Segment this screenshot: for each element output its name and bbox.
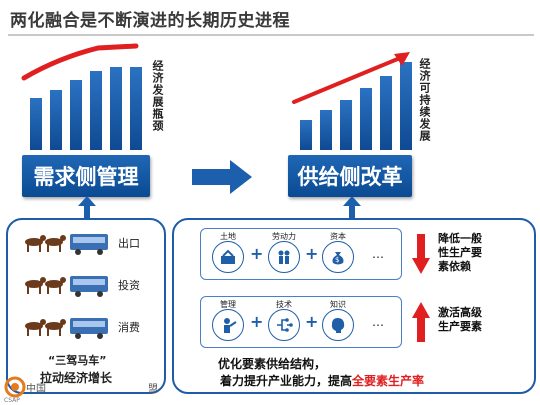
factor-labor-label: 劳动力 — [272, 232, 296, 241]
troika-caption: “三驾马车” — [48, 354, 107, 367]
left-up-arrow-icon — [78, 196, 96, 220]
horse-cart-icon — [25, 276, 108, 297]
horse-cart-icon — [25, 234, 108, 255]
plus-icon: + — [305, 312, 319, 331]
down-arrow-icon — [412, 234, 430, 274]
productivity-caption-highlight: 全要素生产率 — [352, 374, 425, 388]
reduce-text-line: 素依赖 — [438, 260, 471, 273]
logo-text-left: 中国 — [26, 384, 46, 395]
factor-technology-label: 技术 — [276, 300, 292, 309]
left-side-label: 经济发展瓶颈 — [151, 60, 164, 132]
consumption-label: 消费 — [118, 321, 140, 334]
brain-icon — [322, 309, 354, 341]
circuit-icon — [268, 309, 300, 341]
reduce-text-line: 降低一般 — [438, 232, 482, 245]
right-growth-chart-icon — [292, 52, 412, 150]
logo-text-right: 盟 — [148, 384, 158, 395]
right-side-label: 经济可持续发展 — [418, 58, 431, 142]
land-icon — [212, 241, 244, 273]
investment-row: 投资 — [20, 272, 140, 298]
ellipsis-text: … — [372, 247, 384, 261]
horse-cart-icon — [25, 318, 108, 339]
factor-knowledge: 知识 — [322, 300, 354, 341]
export-label: 出口 — [118, 237, 140, 250]
title-divider — [8, 34, 534, 36]
productivity-caption-a: 着力提升产业能力，提高 — [220, 374, 353, 388]
management-icon — [212, 309, 244, 341]
growth-caption: 拉动经济增长 — [40, 371, 113, 385]
left-growth-chart-icon — [21, 43, 142, 150]
export-row: 出口 — [20, 230, 140, 256]
supply-side-reform-label: 供给侧改革 — [288, 155, 412, 197]
factor-capital: 资本 $ — [322, 232, 354, 273]
page-title: 两化融合是不断演进的长期历史进程 — [10, 11, 290, 31]
money-bag-icon: $ — [322, 241, 354, 273]
factor-management: 管理 — [212, 300, 244, 341]
reduce-text-line: 性生产要 — [438, 246, 482, 259]
transition-arrow-icon — [192, 160, 252, 194]
factor-labor: 劳动力 — [268, 232, 300, 273]
optimize-caption: 优化要素供给结构， — [218, 357, 327, 371]
reduce-dependence-text: 降低一般 性生产要 素依赖 — [438, 232, 482, 274]
productivity-caption: 着力提升产业能力，提高全要素生产率 — [220, 373, 424, 390]
factor-capital-label: 资本 — [330, 232, 346, 241]
activate-text-line: 生产要素 — [438, 320, 482, 333]
factor-management-label: 管理 — [220, 300, 236, 309]
factor-knowledge-label: 知识 — [330, 300, 346, 309]
up-arrow-icon — [412, 302, 430, 342]
right-up-arrow-icon — [343, 196, 361, 220]
factor-land-label: 土地 — [220, 232, 236, 241]
plus-icon: + — [250, 244, 264, 263]
factor-land: 土地 — [212, 232, 244, 273]
ellipsis-text: … — [372, 315, 384, 329]
factor-technology: 技术 — [268, 300, 300, 341]
consumption-row: 消费 — [20, 314, 140, 340]
investment-label: 投资 — [118, 279, 140, 292]
alliance-logo-icon — [4, 376, 26, 398]
demand-side-management-label: 需求侧管理 — [22, 155, 150, 197]
activate-text-line: 激活高级 — [438, 306, 482, 319]
svg-text:$: $ — [335, 256, 339, 264]
plus-icon: + — [250, 312, 264, 331]
activate-factors-text: 激活高级 生产要素 — [438, 306, 482, 334]
labor-icon — [268, 241, 300, 273]
plus-icon: + — [305, 244, 319, 263]
logo-subtext: CSAP — [4, 397, 20, 404]
